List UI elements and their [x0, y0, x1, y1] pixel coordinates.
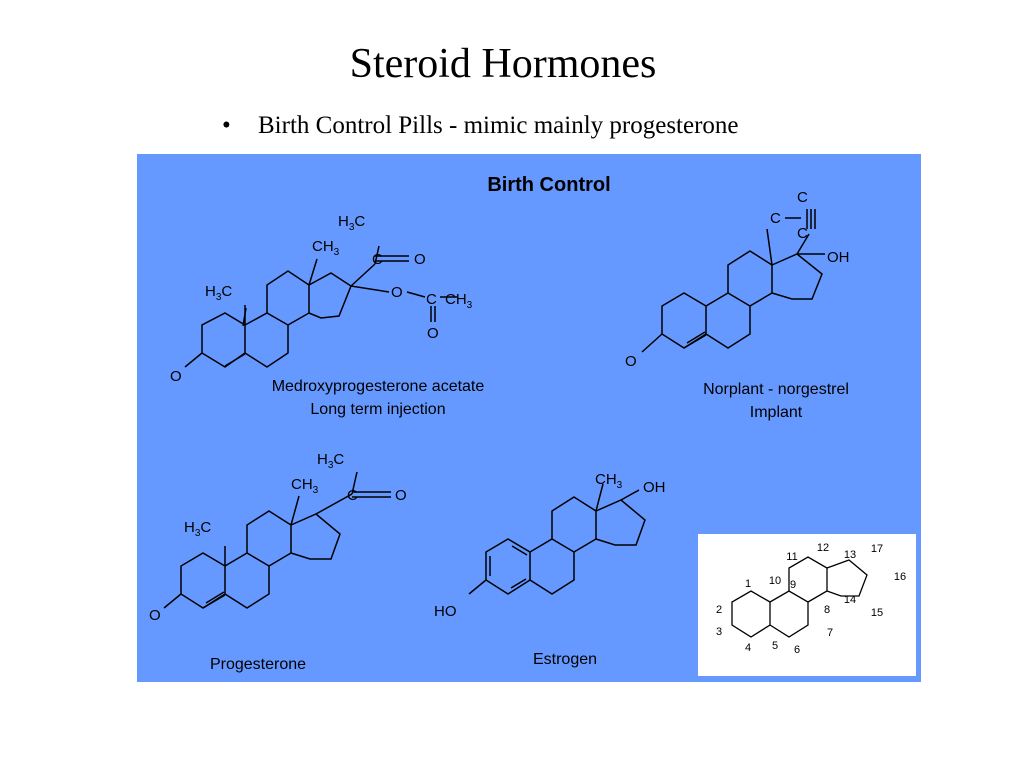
bullet-glyph: • — [222, 112, 231, 139]
position-number-2: 2 — [716, 604, 722, 616]
progesterone-structure — [163, 471, 391, 609]
position-number-3: 3 — [716, 626, 722, 638]
norplant-note: Implant — [750, 404, 803, 421]
position-number-16: 16 — [894, 571, 906, 583]
birth-control-diagram: Birth Control H3C CH3 C O H3C O C CH3 O … — [137, 154, 921, 682]
estrogen-structure — [468, 483, 646, 595]
norplant-atom-oh: OH — [827, 249, 850, 266]
medroxy-atom-o-ester: O — [391, 284, 403, 301]
progesterone-atom-o-carbonyl: O — [395, 487, 407, 504]
estrogen-name: Estrogen — [533, 651, 597, 668]
position-number-6: 6 — [794, 644, 800, 656]
norplant-atom-o-ketone: O — [625, 353, 637, 370]
medroxy-atom-h3c-19: H3C — [205, 283, 232, 303]
position-number-10: 10 — [769, 575, 781, 587]
estrogen-atom-ch3: CH3 — [595, 471, 623, 491]
estrogen-atom-oh-17: OH — [643, 479, 666, 496]
progesterone-atom-h3c-acetyl: H3C — [317, 451, 344, 471]
medroxy-atom-ch3-18: CH3 — [312, 238, 340, 258]
medroxy-atom-o-ketone: O — [170, 368, 182, 385]
slide-title: Steroid Hormones — [349, 41, 657, 87]
position-number-12: 12 — [817, 542, 829, 554]
progesterone-name: Progesterone — [210, 656, 306, 673]
medroxyprogesterone-structure — [184, 245, 457, 368]
position-number-17: 17 — [871, 543, 883, 555]
position-number-9: 9 — [790, 579, 796, 591]
medroxy-atom-o-ester-dbl: O — [427, 325, 439, 342]
estrogen-atom-ho-3: HO — [434, 603, 457, 620]
medroxy-atom-c-ester: C — [426, 291, 437, 308]
norplant-atom-c-mid: C — [797, 225, 808, 242]
position-number-8: 8 — [824, 604, 830, 616]
medroxy-atom-ch3-ester: CH3 — [445, 291, 473, 311]
position-number-11: 11 — [786, 551, 797, 563]
medroxy-atom-h3c-acetyl: H3C — [338, 213, 365, 233]
medroxy-atom-c-carbonyl: C — [372, 251, 383, 268]
position-number-15: 15 — [871, 607, 883, 619]
progesterone-atom-ch3-18: CH3 — [291, 476, 319, 496]
position-number-1: 1 — [745, 578, 751, 590]
diagram-header: Birth Control — [487, 174, 610, 196]
progesterone-atom-c-carbonyl: C — [347, 487, 358, 504]
position-number-5: 5 — [772, 640, 778, 652]
position-number-4: 4 — [745, 642, 751, 654]
numbering-skeleton — [731, 556, 868, 638]
bullet-point: • Birth Control Pills - mimic mainly prog… — [222, 112, 739, 140]
position-number-7: 7 — [827, 627, 833, 639]
norgestrel-structure — [641, 209, 825, 353]
numbering-box-bg — [698, 534, 916, 676]
norplant-atom-c-left: C — [770, 210, 781, 227]
medroxy-atom-o-carbonyl: O — [414, 251, 426, 268]
position-number-13: 13 — [844, 549, 856, 561]
progesterone-atom-h3c-19: H3C — [184, 519, 211, 539]
norplant-atom-c-top: C — [797, 189, 808, 206]
position-number-14: 14 — [844, 594, 856, 606]
medroxy-note: Long term injection — [310, 401, 445, 418]
norplant-name: Norplant - norgestrel — [703, 381, 849, 398]
progesterone-atom-o-ketone: O — [149, 607, 161, 624]
bullet-text: Birth Control Pills - mimic mainly proge… — [258, 112, 739, 139]
medroxy-name: Medroxyprogesterone acetate — [272, 378, 485, 395]
